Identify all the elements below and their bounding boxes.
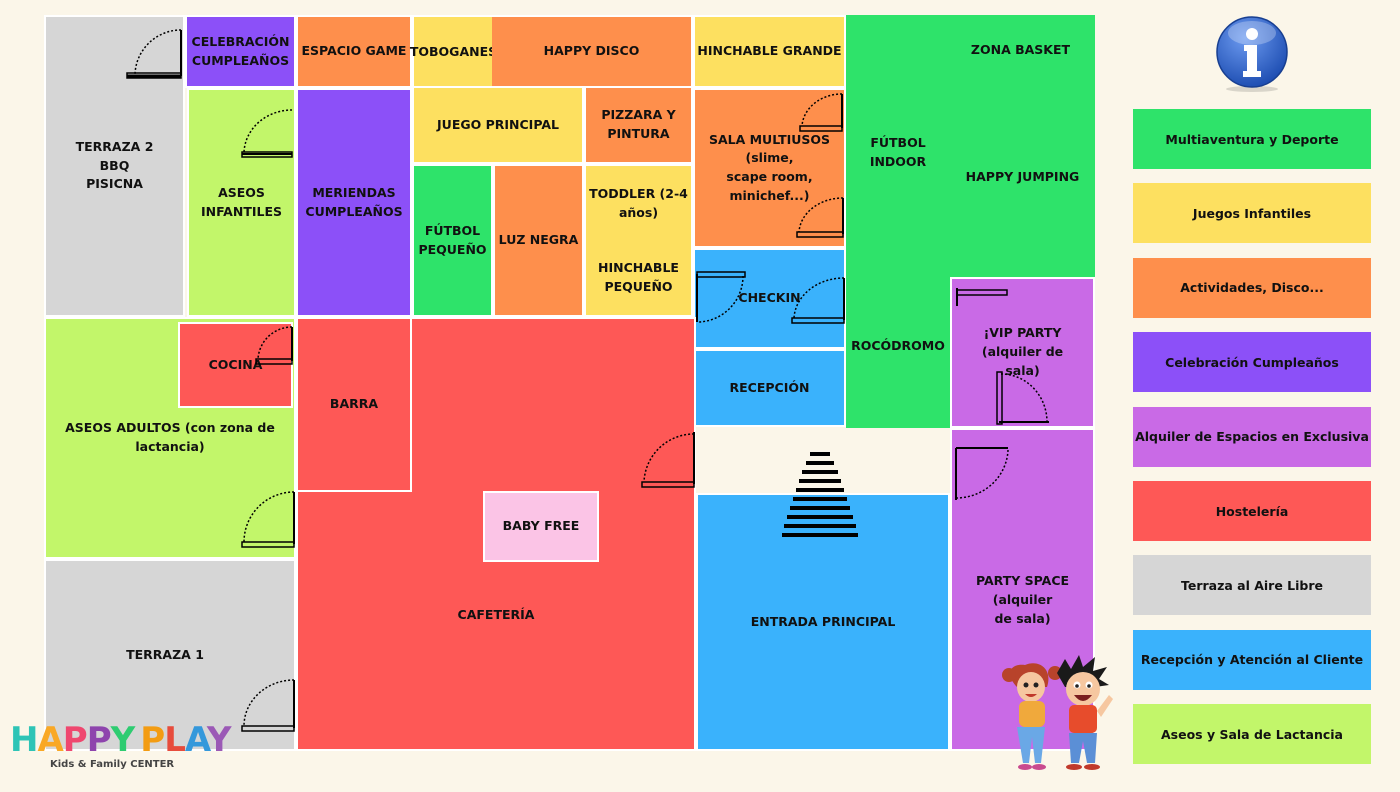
legend-item: Multiaventura y Deporte xyxy=(1133,109,1371,169)
room-espacio-game: ESPACIO GAME xyxy=(296,15,412,88)
room-recepcion: RECEPCIÓN xyxy=(693,349,846,427)
brand-tagline: Kids & Family CENTER xyxy=(50,759,175,770)
room-toboganes: TOBOGANES xyxy=(410,15,497,88)
room-celebracion-cumpleanos: CELEBRACIÓN CUMPLEAÑOS xyxy=(185,15,296,88)
room-barra: BARRA xyxy=(296,317,412,492)
room-rocodromo: ROCÓDROMO xyxy=(851,337,945,353)
legend-item: Actividades, Disco... xyxy=(1133,257,1371,318)
legend-item: Celebración Cumpleaños xyxy=(1133,332,1371,393)
kids-mascot-icon xyxy=(1002,655,1113,770)
room-sala-multiusos: SALA MULTIUSOS (slime, scape room, minic… xyxy=(693,88,846,248)
room-meriendas-cumpleanos: MERIENDAS CUMPLEAÑOS xyxy=(296,88,412,317)
room-baby-free: BABY FREE xyxy=(483,491,599,562)
room-hinchable-pequeno: HINCHABLE PEQUEÑO xyxy=(584,240,693,317)
legend-item: Aseos y Sala de Lactancia xyxy=(1133,704,1371,765)
room-hinchable-grande: HINCHABLE GRANDE xyxy=(693,15,846,88)
brand-logo: HAPPY PLAY xyxy=(10,720,232,760)
room-entrada-principal: ENTRADA PRINCIPAL xyxy=(696,493,950,751)
room-futbol-pequeno: FÚTBOL PEQUEÑO xyxy=(412,164,493,317)
room-happy-disco: HAPPY DISCO xyxy=(492,15,693,88)
room-aseos-infantiles: ASEOS INFANTILES xyxy=(187,88,296,317)
legend-item: Recepción y Atención al Cliente xyxy=(1133,629,1371,690)
room-happy-jumping: HAPPY JUMPING xyxy=(950,88,1095,277)
room-juego-principal: JUEGO PRINCIPAL xyxy=(412,88,584,164)
info-icon[interactable] xyxy=(1213,15,1291,93)
room-cocina: COCINA xyxy=(178,322,293,408)
room-pizzara-pintura: PIZZARA Y PINTURA xyxy=(584,88,693,164)
room-futbol-indoor: FÚTBOL INDOOR xyxy=(846,88,950,428)
room-checkin: CHECKIN xyxy=(693,248,846,349)
room-terraza-2: TERRAZA 2 BBQ PISICNA xyxy=(44,15,185,317)
legend-item: Alquiler de Espacios en Exclusiva xyxy=(1133,406,1371,467)
room-toddler: TODDLER (2-4 años) xyxy=(584,164,693,241)
room-luz-negra: LUZ NEGRA xyxy=(493,164,584,317)
legend-item: Hostelería xyxy=(1133,481,1371,541)
legend-item: Terraza al Aire Libre xyxy=(1133,555,1371,616)
legend-item: Juegos Infantiles xyxy=(1133,183,1371,244)
stairs-icon xyxy=(782,452,858,537)
room-vip-party: ¡VIP PARTY (alquiler de sala) xyxy=(950,277,1095,428)
